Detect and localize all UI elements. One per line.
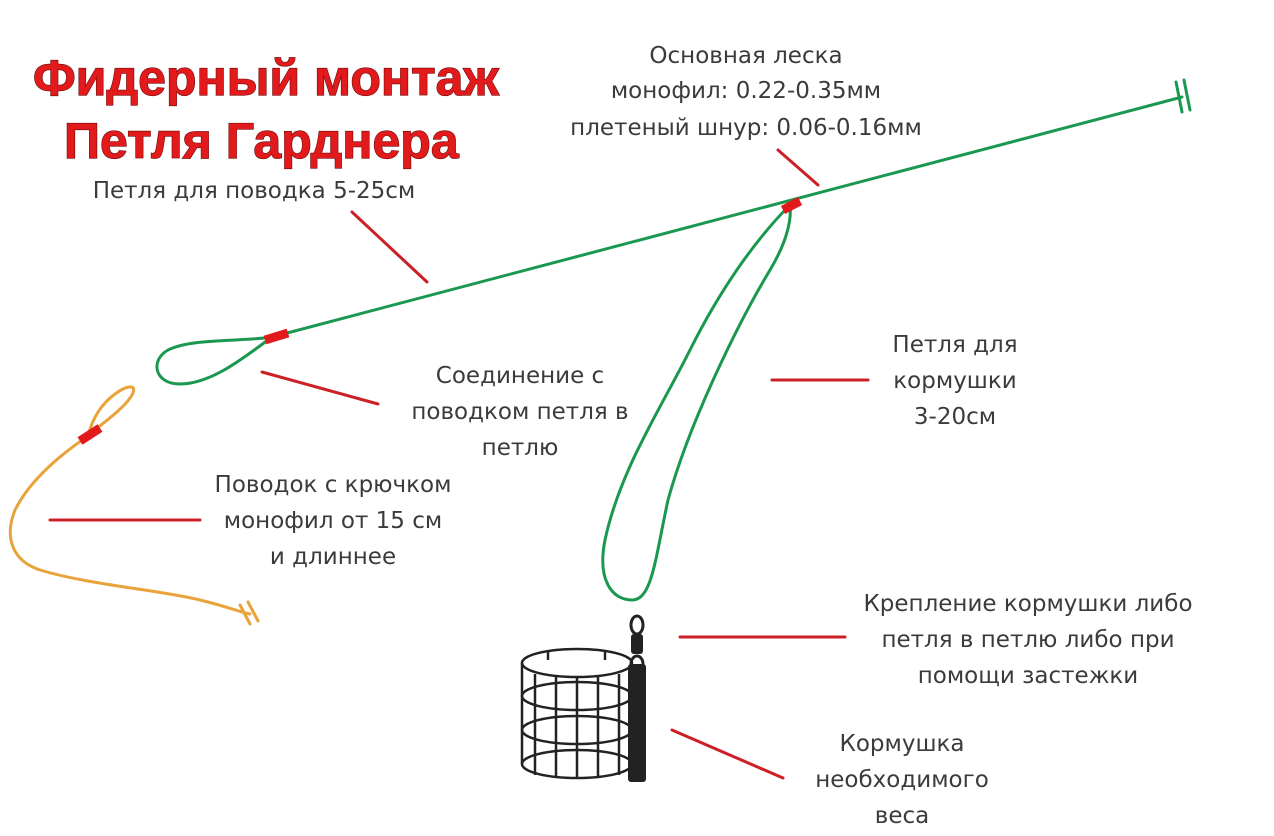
svg-text:Петля для: Петля для (892, 332, 1017, 358)
knot-hook-leader (77, 424, 103, 445)
pointer-loop-connection (260, 370, 380, 406)
svg-text:плетеный шнур: 0.06-0.16мм: плетеный шнур: 0.06-0.16мм (570, 115, 922, 141)
pointer-main-line (776, 148, 820, 187)
svg-text:Крепление кормушки либо: Крепление кормушки либо (863, 591, 1192, 617)
svg-text:Кормушка: Кормушка (840, 731, 965, 757)
svg-text:3-20см: 3-20см (914, 404, 996, 430)
title-line-1: Фидерный монтаж (33, 50, 499, 106)
label-feeder-attach: Крепление кормушки либо петля в петлю ли… (863, 591, 1192, 689)
svg-text:помощи застежки: помощи застежки (918, 663, 1139, 689)
label-leader-loop: Петля для поводка 5-25см (93, 178, 416, 204)
feeder-cage-icon (520, 647, 646, 782)
knot-leader-loop (263, 328, 290, 345)
svg-text:петлю: петлю (482, 435, 559, 461)
svg-text:веса: веса (875, 803, 929, 829)
pointer-leader-loop (350, 210, 429, 284)
hook-leader-loop (86, 385, 136, 438)
pointer-feeder (670, 728, 785, 780)
hook-leader (8, 434, 252, 616)
label-hook-leader: Поводок с крючком монофил от 15 см и дли… (215, 472, 452, 570)
hook-leader-end-icon (238, 600, 260, 626)
main-line (270, 95, 1184, 339)
leader-loop (155, 335, 274, 386)
svg-text:петля в петлю либо при: петля в петлю либо при (881, 627, 1174, 653)
svg-text:поводком петля в: поводком петля в (411, 399, 628, 425)
svg-text:монофил: 0.22-0.35мм: монофил: 0.22-0.35мм (611, 78, 881, 104)
label-loop-connection: Соединение с поводком петля в петлю (411, 363, 628, 461)
svg-text:Соединение с: Соединение с (436, 363, 604, 389)
svg-text:кормушки: кормушки (893, 368, 1016, 394)
label-main-line: Основная леска монофил: 0.22-0.35мм плет… (570, 43, 922, 141)
label-feeder-loop: Петля для кормушки 3-20см (892, 332, 1017, 430)
svg-text:и длиннее: и длиннее (270, 544, 396, 570)
svg-text:необходимого: необходимого (815, 767, 989, 793)
feeder-loop (601, 203, 792, 602)
label-feeder: Кормушка необходимого веса (815, 731, 989, 829)
main-line-end-icon (1174, 78, 1192, 114)
svg-text:Поводок с крючком: Поводок с крючком (215, 472, 452, 498)
title-line-2: Петля Гарднера (64, 113, 460, 169)
svg-text:монофил от 15 см: монофил от 15 см (224, 508, 443, 534)
svg-text:Петля для поводка 5-25см: Петля для поводка 5-25см (93, 178, 416, 204)
knot-feeder-loop (780, 197, 803, 214)
svg-text:Основная леска: Основная леска (649, 43, 842, 69)
